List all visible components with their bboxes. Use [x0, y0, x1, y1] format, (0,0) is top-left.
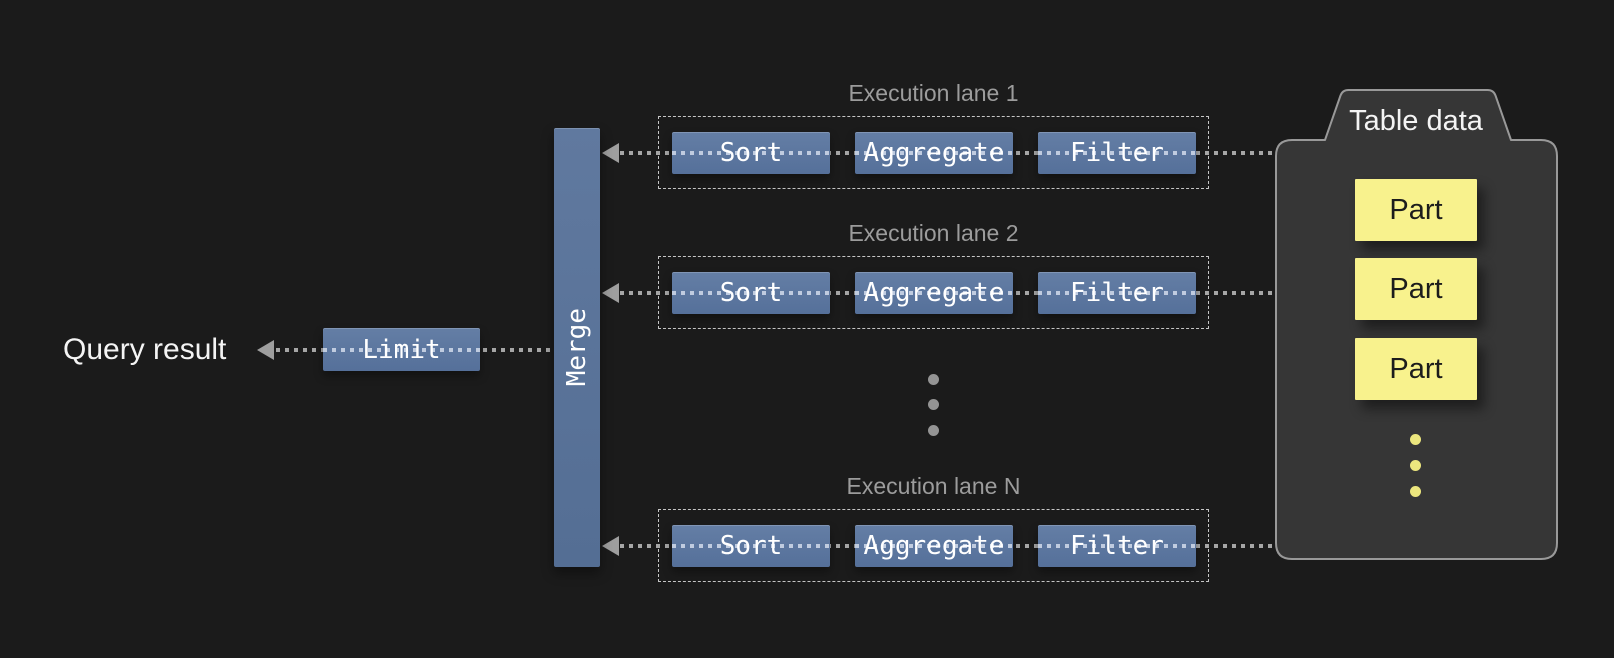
- merge-label: Merge: [562, 308, 592, 387]
- limit-flow-through-line: [323, 347, 480, 352]
- operator-label: Filter: [1070, 531, 1164, 561]
- lane-n-arrowhead-icon: [602, 536, 619, 556]
- lane-2-arrowhead-icon: [602, 283, 619, 303]
- flow-through-line: [1038, 291, 1196, 295]
- part-label: Part: [1389, 352, 1443, 385]
- flow-through-line: [1038, 151, 1196, 155]
- operator-label: Aggregate: [863, 278, 1005, 308]
- part-box: Part: [1355, 258, 1477, 320]
- operator-label: Sort: [719, 531, 783, 561]
- lane-1-label: Execution lane 1: [848, 80, 1019, 106]
- result-arrowhead-icon: [257, 340, 274, 360]
- limit-label: Limit: [362, 334, 441, 365]
- parts-ellipsis-dot: [1410, 434, 1421, 445]
- flow-through-line: [1038, 544, 1196, 548]
- lane-n-operator-aggregate: Aggregate: [855, 525, 1013, 567]
- operator-label: Filter: [1070, 278, 1164, 308]
- lane-1-operator-aggregate: Aggregate: [855, 132, 1013, 174]
- lane-1-arrowhead-icon: [602, 143, 619, 163]
- table-data-label: Table data: [1349, 105, 1483, 137]
- lane-2-operator-filter: Filter: [1038, 272, 1196, 314]
- lanes-ellipsis-dot: [928, 374, 939, 385]
- part-box: Part: [1355, 338, 1477, 400]
- query-result-label: Query result: [63, 333, 227, 366]
- operator-label: Aggregate: [863, 138, 1005, 168]
- flow-through-line: [855, 151, 1013, 155]
- lane-2-label: Execution lane 2: [848, 220, 1019, 246]
- flow-through-line: [672, 291, 830, 295]
- flow-through-line: [855, 291, 1013, 295]
- flow-through-line: [672, 544, 830, 548]
- lane-1-operator-sort: Sort: [672, 132, 830, 174]
- parts-ellipsis-dot: [1410, 460, 1421, 471]
- limit-operator: Limit: [323, 328, 480, 371]
- operator-label: Sort: [719, 278, 783, 308]
- lane-2-operator-aggregate: Aggregate: [855, 272, 1013, 314]
- lane-1-operator-filter: Filter: [1038, 132, 1196, 174]
- table-data-outline: [1275, 89, 1558, 560]
- lane-n-operator-filter: Filter: [1038, 525, 1196, 567]
- part-label: Part: [1389, 193, 1443, 226]
- merge-operator: Merge: [554, 128, 600, 567]
- part-label: Part: [1389, 272, 1443, 305]
- part-box: Part: [1355, 179, 1477, 241]
- flow-through-line: [672, 151, 830, 155]
- flow-through-line: [855, 544, 1013, 548]
- parts-ellipsis-dot: [1410, 486, 1421, 497]
- operator-label: Aggregate: [863, 531, 1005, 561]
- lane-2-operator-sort: Sort: [672, 272, 830, 314]
- lanes-ellipsis-dot: [928, 425, 939, 436]
- lane-n-operator-sort: Sort: [672, 525, 830, 567]
- operator-label: Filter: [1070, 138, 1164, 168]
- lane-n-label: Execution lane N: [846, 473, 1021, 499]
- lanes-ellipsis-dot: [928, 399, 939, 410]
- operator-label: Sort: [719, 138, 783, 168]
